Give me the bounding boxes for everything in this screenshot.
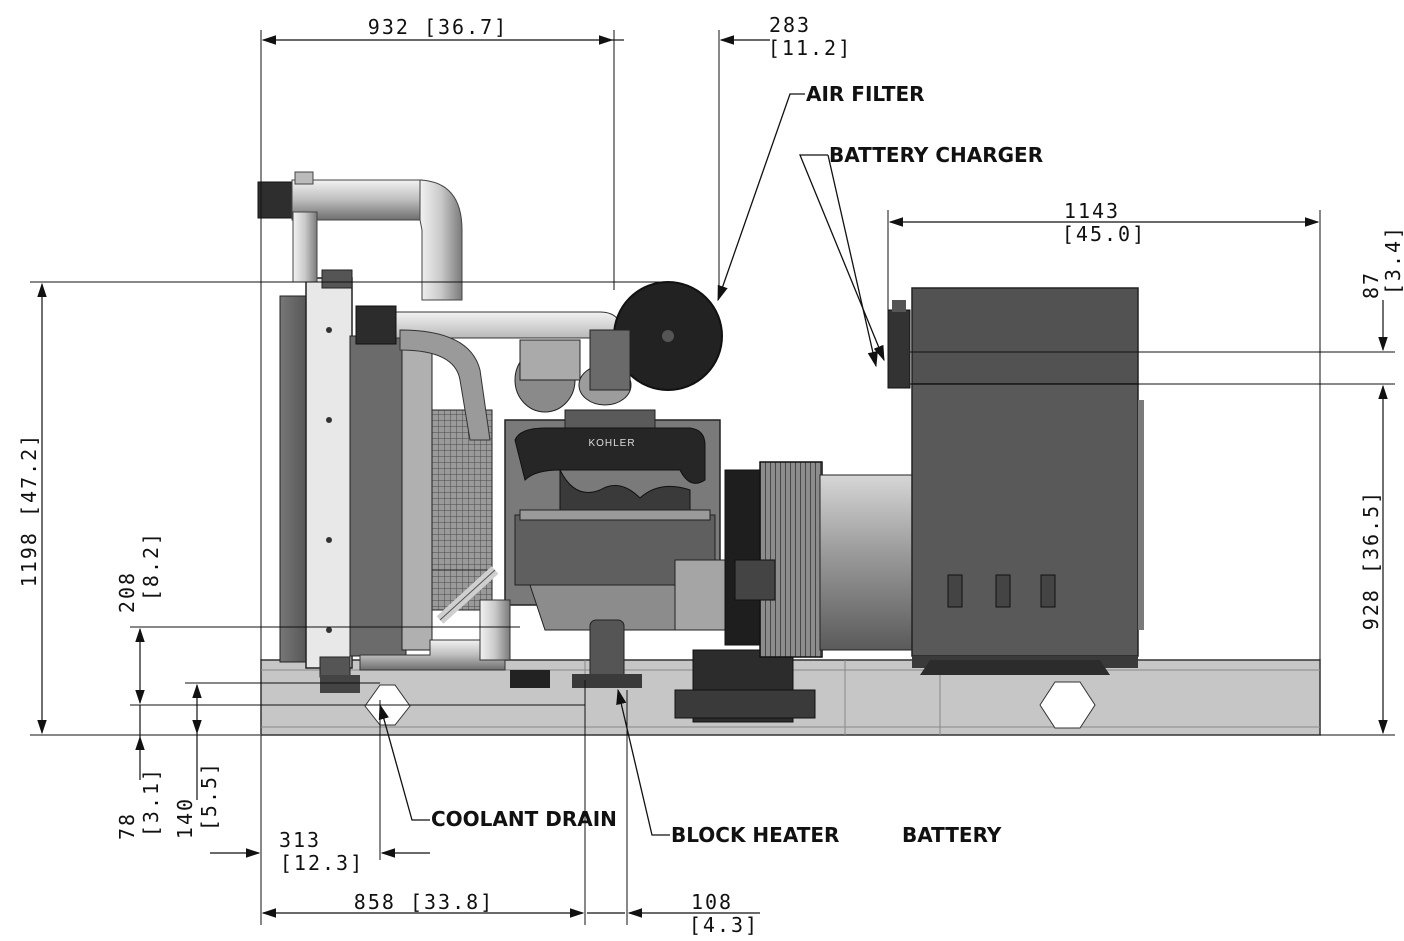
radiator: [279, 269, 433, 678]
dim-right-large: 928 [36.5]: [1359, 490, 1383, 630]
dim-height-overall: 1198 [47.2]: [17, 433, 41, 587]
dim-left-140-in: [5.5]: [197, 761, 221, 831]
dim-right-small-in: [3.4]: [1381, 225, 1404, 295]
dim-bottom-108-mm: 108: [691, 890, 733, 914]
dim-top-overall: 932 [36.7]: [368, 15, 508, 39]
air-filter-label: AIR FILTER: [806, 82, 925, 106]
battery-charger: [887, 300, 911, 389]
dim-top-offset-in: [11.2]: [768, 36, 852, 60]
battery: [674, 649, 816, 723]
coolant-drain-label: COOLANT DRAIN: [431, 807, 617, 831]
dim-left-low-in: [3.1]: [139, 767, 163, 837]
block-heater-label: BLOCK HEATER: [671, 823, 839, 847]
battery-label: BATTERY: [902, 823, 1002, 847]
dim-left-mid-mm: 208: [115, 571, 139, 613]
alternator: [724, 287, 1144, 675]
battery-charger-label: BATTERY CHARGER: [829, 143, 1043, 167]
block-heater: [572, 619, 642, 688]
dim-bottom-108-in: [4.3]: [689, 913, 759, 937]
dim-alt-length-mm: 1143: [1064, 199, 1120, 223]
dimension-text: 932 [36.7] 283 [11.2] 1143 [45.0] 1198 […: [17, 13, 1404, 937]
exhaust-pipe: [257, 171, 463, 301]
dim-left-140-mm: 140: [173, 797, 197, 839]
leader-lines: [378, 93, 885, 836]
dim-bottom-858: 858 [33.8]: [354, 890, 494, 914]
dimension-lines: [30, 30, 1395, 925]
dim-bottom-313-in: [12.3]: [280, 851, 364, 875]
engine-brand-text: KOHLER: [588, 438, 635, 449]
dim-bottom-313-mm: 313: [279, 828, 321, 852]
dim-left-mid-in: [8.2]: [139, 531, 163, 601]
dim-left-low-mm: 78: [115, 812, 139, 840]
air-filter: [589, 281, 723, 391]
callout-labels: AIR FILTER BATTERY CHARGER COOLANT DRAIN…: [431, 82, 1043, 847]
engine: KOHLER: [320, 305, 726, 693]
dim-alt-length-in: [45.0]: [1062, 222, 1146, 246]
dim-right-small-mm: 87: [1359, 271, 1383, 299]
dim-top-offset-mm: 283: [769, 13, 811, 37]
